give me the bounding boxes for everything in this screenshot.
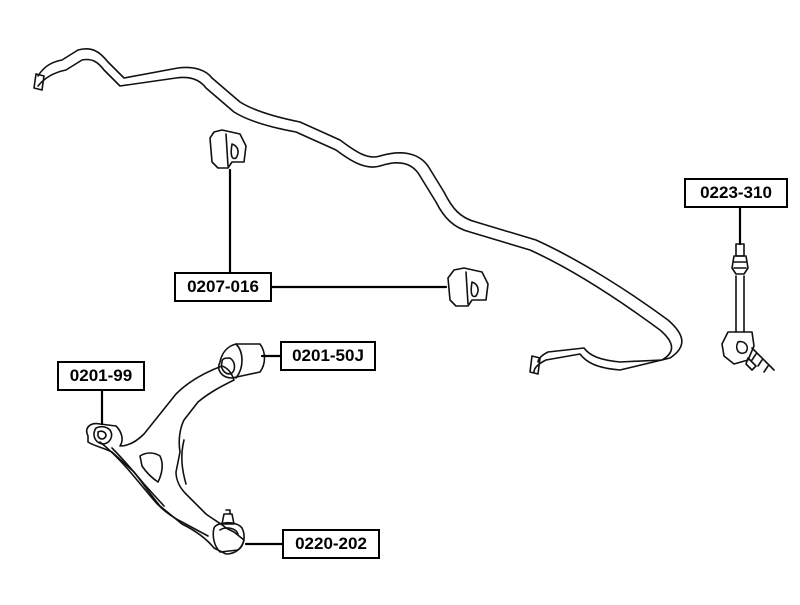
ball-joint: [212, 509, 245, 553]
arm-rear-bushing: [217, 343, 266, 379]
part-label-0223-310: 0223-310: [684, 178, 788, 208]
part-label-0220-202: 0220-202: [282, 529, 380, 559]
stabilizer-bushing-upper: [209, 129, 247, 169]
part-label-0207-016: 0207-016: [174, 272, 272, 302]
stabilizer-bushing-lower: [447, 267, 489, 307]
stabilizer-bar: [33, 47, 683, 375]
stabilizer-link: [721, 243, 775, 373]
lower-control-arm: [85, 365, 245, 555]
leader-lines: [100, 168, 742, 546]
part-label-0201-99: 0201-99: [57, 361, 145, 391]
part-label-0201-50J: 0201-50J: [280, 341, 376, 371]
